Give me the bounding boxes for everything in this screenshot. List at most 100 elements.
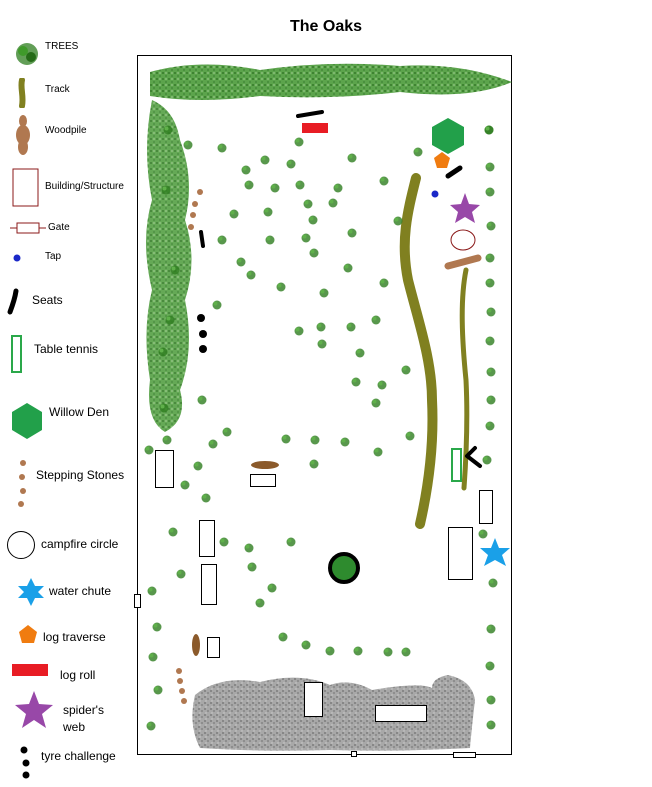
tree bbox=[485, 253, 495, 263]
tree bbox=[146, 721, 156, 731]
tree bbox=[278, 632, 288, 642]
building bbox=[207, 637, 220, 658]
track-secondary bbox=[459, 267, 470, 491]
tree bbox=[267, 583, 277, 593]
tree bbox=[379, 176, 389, 186]
tree bbox=[486, 221, 496, 231]
legend-label-stepping-stones: Stepping Stones bbox=[36, 468, 125, 482]
building bbox=[304, 682, 323, 717]
campfire-circle bbox=[450, 229, 476, 251]
tree bbox=[486, 695, 496, 705]
tree bbox=[316, 322, 326, 332]
tree bbox=[162, 435, 172, 445]
legend-label-willow-den: Willow Den bbox=[49, 405, 110, 419]
seat bbox=[296, 110, 324, 118]
map-title: The Oaks bbox=[289, 18, 363, 35]
legend-label-track: Track bbox=[45, 84, 70, 95]
legend-item-seats: Seats bbox=[0, 288, 140, 318]
legend-label-campfire: campfire circle bbox=[41, 537, 119, 551]
tree bbox=[383, 647, 393, 657]
gravel-area bbox=[192, 675, 475, 751]
tree bbox=[373, 447, 383, 457]
tyre-challenge-icon bbox=[20, 746, 30, 779]
tree bbox=[247, 562, 257, 572]
tree bbox=[325, 646, 335, 656]
gate-icon bbox=[10, 222, 46, 234]
willow-den-icon bbox=[12, 403, 42, 439]
tree bbox=[294, 326, 304, 336]
building bbox=[479, 490, 493, 524]
tree bbox=[212, 300, 222, 310]
buildings bbox=[155, 450, 493, 722]
legend-label-tyre-challenge: tyre challenge bbox=[41, 749, 116, 763]
legend-item-gate: Gate bbox=[0, 220, 140, 250]
tree bbox=[308, 215, 318, 225]
tree-icon bbox=[16, 43, 38, 65]
tree bbox=[197, 395, 207, 405]
tree bbox=[260, 155, 270, 165]
tree bbox=[222, 427, 232, 437]
tree bbox=[355, 348, 365, 358]
tree bbox=[265, 235, 275, 245]
building bbox=[448, 527, 473, 580]
tree bbox=[144, 445, 154, 455]
legend-item-woodpile: Woodpile bbox=[0, 113, 140, 155]
gate bbox=[453, 752, 476, 758]
legend-label-spiders-web: spider's web bbox=[63, 703, 104, 734]
tree bbox=[180, 480, 190, 490]
stepping-stones-icon bbox=[18, 460, 26, 507]
legend-item-table-tennis: Table tennis bbox=[0, 335, 140, 373]
tree bbox=[263, 207, 273, 217]
tree bbox=[486, 307, 496, 317]
water-chute-icon bbox=[18, 578, 44, 606]
tree bbox=[294, 137, 304, 147]
spiders-web bbox=[450, 193, 480, 223]
legend-item-trees: TREES bbox=[0, 40, 140, 70]
building bbox=[199, 520, 215, 557]
tree bbox=[176, 569, 186, 579]
legend-item-stepping-stones: Stepping Stones bbox=[0, 457, 140, 507]
woodpile bbox=[444, 254, 482, 270]
legend-label-water-chute: water chute bbox=[49, 584, 112, 598]
tree bbox=[236, 257, 246, 267]
tree bbox=[317, 339, 327, 349]
legend-item-track: Track bbox=[0, 78, 140, 108]
tree bbox=[478, 529, 488, 539]
tree bbox=[229, 209, 239, 219]
building bbox=[155, 450, 174, 488]
campfire-circle-icon bbox=[7, 531, 35, 559]
tree bbox=[244, 543, 254, 553]
tree bbox=[401, 647, 411, 657]
tree bbox=[201, 493, 211, 503]
legend-item-campfire: campfire circle bbox=[0, 529, 140, 559]
legend-label-trees: TREES bbox=[45, 41, 79, 52]
table-tennis-icon bbox=[11, 335, 22, 373]
tree bbox=[163, 125, 173, 135]
tree bbox=[485, 278, 495, 288]
central-feature bbox=[328, 552, 360, 584]
legend-label-table-tennis: Table tennis bbox=[34, 342, 99, 356]
legend-label-tap: Tap bbox=[45, 251, 62, 262]
tree bbox=[159, 403, 169, 413]
seats-icon bbox=[7, 288, 19, 315]
tree bbox=[486, 720, 496, 730]
woodpile-icon bbox=[16, 115, 30, 155]
tree bbox=[485, 162, 495, 172]
track-main bbox=[399, 173, 438, 529]
tree bbox=[343, 263, 353, 273]
building bbox=[250, 474, 276, 487]
tyre-challenge bbox=[197, 314, 207, 353]
tree bbox=[485, 661, 495, 671]
legend-item-water-chute: water chute bbox=[0, 577, 140, 607]
legend-label-woodpile: Woodpile bbox=[45, 125, 87, 136]
tree bbox=[310, 435, 320, 445]
tree bbox=[371, 315, 381, 325]
woodpile bbox=[251, 461, 279, 469]
tree bbox=[353, 646, 363, 656]
legend-label-seats: Seats bbox=[32, 293, 63, 307]
legend-item-log-roll: log roll bbox=[0, 663, 140, 693]
building bbox=[375, 705, 427, 722]
tree bbox=[255, 598, 265, 608]
tree bbox=[303, 199, 313, 209]
